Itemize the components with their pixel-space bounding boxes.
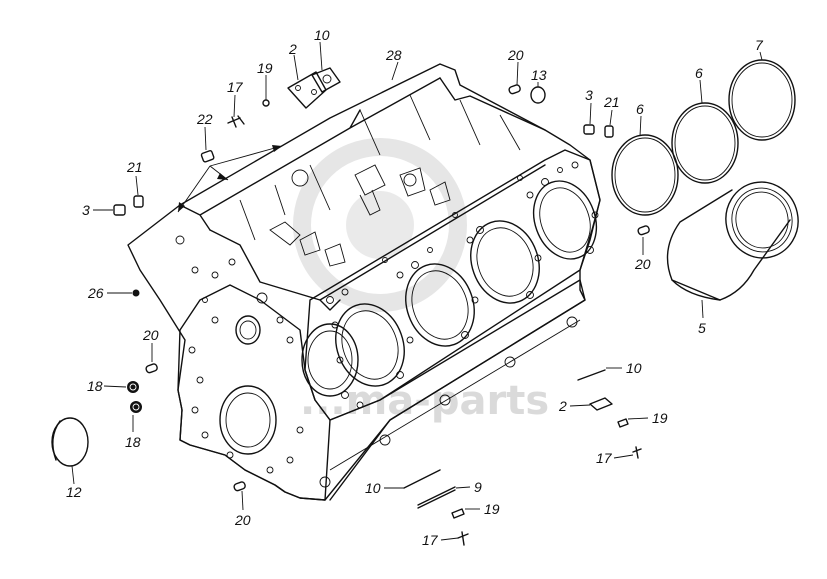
callout-label: 18 [125,434,141,450]
threaded-plugs [127,381,142,413]
callout-label: 13 [531,67,547,83]
callout-label: 17 [422,532,439,548]
pin-9 [417,486,456,509]
callout-label: 10 [365,480,381,496]
watermark: ...ma-parts [293,138,549,424]
engine-block [127,63,601,501]
cover-10-top [311,67,341,93]
callout-label: 3 [585,87,593,103]
seal-ring-6b [611,134,679,216]
gasket-2-right [589,397,613,411]
loose-parts [51,59,799,546]
callout-label: 2 [288,41,297,57]
callout-label: 17 [227,79,244,95]
callout-label: 10 [314,27,330,43]
callout-label: 21 [126,159,143,175]
callout-label: 28 [385,47,402,63]
callout-labels: 10 2 19 17 22 28 20 13 3 21 6 6 7 21 3 2… [66,27,764,548]
callout-label: 22 [196,111,213,127]
freeze-plug [51,417,89,467]
seal-ring-7 [728,59,796,141]
watermark-text: ...ma-parts [300,378,549,424]
leader-lines [71,41,763,541]
callout-label: 20 [507,47,524,63]
callout-label: 17 [596,450,613,466]
callout-label: 19 [652,410,668,426]
callout-label: 7 [755,37,764,53]
cylinder-bores [335,180,598,387]
callout-label: 5 [698,320,706,336]
front-face-holes [175,235,304,474]
callout-label: 12 [66,484,82,500]
rod-10-bottom [403,469,441,489]
bolt-17-bottom [457,531,469,546]
callout-label: 9 [474,479,482,495]
cylinder-liner [666,181,799,301]
rod-10-right [577,369,606,381]
callout-label: 26 [87,285,104,301]
callout-label: 21 [603,94,620,110]
callout-label: 10 [626,360,642,376]
seal-ring-6a [671,102,739,184]
callout-label: 6 [636,101,644,117]
callout-label: 2 [558,398,567,414]
callout-label: 20 [142,327,159,343]
bolt-17-right [632,446,642,459]
callout-label: 18 [87,378,103,394]
callout-label: 3 [82,202,90,218]
callout-label: 20 [234,512,251,528]
callout-label: 6 [695,65,703,81]
callout-label: 19 [257,60,273,76]
bolt-17-top [227,115,245,128]
callout-label: 20 [634,256,651,272]
callout-label: 19 [484,501,500,517]
